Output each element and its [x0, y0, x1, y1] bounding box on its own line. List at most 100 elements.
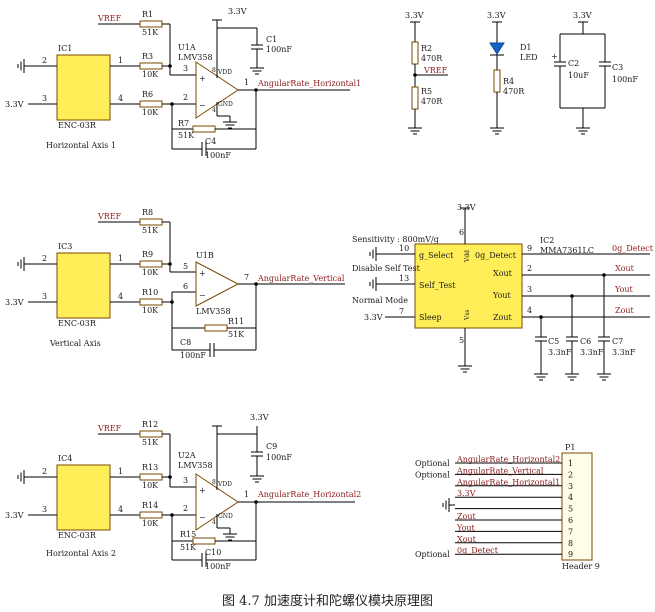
svg-text:VREF: VREF: [97, 424, 122, 433]
header-net-label: 0g_Detect: [457, 546, 499, 555]
svg-text:R7: R7: [178, 119, 189, 128]
header-optional-label: Optional: [415, 550, 450, 559]
svg-text:Sleep: Sleep: [419, 313, 442, 322]
svg-text:3: 3: [527, 285, 532, 294]
svg-text:5: 5: [459, 336, 464, 345]
svg-text:13: 13: [399, 274, 409, 283]
svg-text:1: 1: [244, 78, 249, 87]
svg-text:Self_Test: Self_Test: [419, 281, 456, 290]
svg-text:C2: C2: [568, 59, 579, 68]
svg-text:8: 8: [212, 67, 216, 74]
svg-text:10K: 10K: [142, 519, 159, 528]
figure-caption: 图 4.7 加速度计和陀螺仪模块原理图: [222, 594, 433, 609]
svg-text:51K: 51K: [142, 28, 159, 37]
svg-text:R11: R11: [228, 317, 244, 326]
svg-text:−: −: [199, 291, 206, 300]
svg-text:VREF: VREF: [423, 66, 448, 75]
svg-text:U2A: U2A: [178, 451, 196, 460]
accelerometer-block: IC2 MMA7361LC 3.3V 6 Vdd 5 Vss Sensitivi…: [352, 203, 654, 381]
svg-text:C3: C3: [612, 63, 623, 72]
svg-text:51K: 51K: [142, 226, 159, 235]
svg-text:C6: C6: [580, 337, 591, 346]
svg-text:3: 3: [42, 292, 47, 301]
header-net-label: AngularRate_Horizontal2: [456, 455, 560, 464]
svg-text:1: 1: [118, 56, 123, 65]
vref-divider: 3.3V R2 470R VREF R5 470R: [405, 11, 448, 135]
power-led: 3.3V D1 LED R4 470R: [487, 11, 538, 135]
svg-text:C5: C5: [548, 337, 559, 346]
svg-text:Header 9: Header 9: [562, 562, 600, 571]
ic1-part: ENC-03R: [58, 121, 97, 130]
header-pin-number: 5: [568, 505, 573, 514]
svg-text:Horizontal Axis 2: Horizontal Axis 2: [46, 549, 116, 558]
svg-text:LMV358: LMV358: [178, 461, 213, 470]
svg-text:C4: C4: [205, 137, 216, 146]
header-pin-number: 9: [568, 550, 573, 559]
header-net-label: AngularRate_Vertical: [456, 466, 544, 475]
svg-text:U1B: U1B: [196, 251, 214, 260]
svg-text:6: 6: [183, 282, 188, 291]
svg-text:2: 2: [183, 93, 188, 102]
header-net-label: Yout: [456, 523, 476, 532]
svg-text:VREF: VREF: [97, 14, 122, 23]
svg-text:AngularRate_Horizontal2: AngularRate_Horizontal2: [257, 490, 361, 499]
svg-text:5: 5: [183, 262, 188, 271]
svg-text:51K: 51K: [180, 543, 197, 552]
svg-text:10K: 10K: [142, 108, 159, 117]
svg-text:GND: GND: [218, 513, 233, 520]
axis-label-1: Horizontal Axis 1: [46, 141, 116, 150]
svg-text:470R: 470R: [503, 87, 525, 96]
svg-text:3.3V: 3.3V: [573, 11, 592, 20]
svg-text:AngularRate_Vertical: AngularRate_Vertical: [257, 274, 345, 283]
svg-text:3.3V: 3.3V: [5, 298, 24, 307]
svg-text:1: 1: [118, 467, 123, 476]
svg-text:MMA7361LC: MMA7361LC: [540, 246, 594, 255]
svg-text:1: 1: [244, 490, 249, 499]
svg-text:51K: 51K: [142, 438, 159, 447]
svg-text:3.3V: 3.3V: [487, 11, 506, 20]
svg-text:7: 7: [399, 307, 404, 316]
svg-text:100nF: 100nF: [266, 453, 292, 462]
svg-text:+: +: [199, 269, 206, 278]
header-optional-label: Optional: [415, 459, 450, 468]
svg-text:4: 4: [118, 292, 123, 301]
bulk-capacitors: 3.3V + C2 10uF C3 100nF: [551, 11, 638, 135]
svg-text:10K: 10K: [142, 481, 159, 490]
svg-text:3: 3: [42, 94, 47, 103]
svg-text:4: 4: [118, 94, 123, 103]
svg-text:470R: 470R: [421, 54, 443, 63]
svg-text:8: 8: [212, 479, 216, 486]
supply-label: 3.3V: [5, 100, 24, 109]
svg-text:C10: C10: [205, 548, 221, 557]
svg-text:3: 3: [42, 505, 47, 514]
svg-text:R2: R2: [421, 44, 432, 53]
header-pin-number: 1: [568, 459, 573, 468]
svg-text:Disable Self Test: Disable Self Test: [352, 264, 421, 273]
svg-text:AngularRate_Horizontal1: AngularRate_Horizontal1: [257, 79, 361, 88]
svg-text:R5: R5: [421, 87, 432, 96]
svg-text:IC4: IC4: [58, 454, 72, 463]
svg-text:U1A: U1A: [178, 43, 196, 52]
svg-text:Zout: Zout: [615, 306, 635, 315]
header-body: [561, 452, 593, 561]
svg-text:3.3V: 3.3V: [364, 313, 383, 322]
svg-text:3.3V: 3.3V: [457, 203, 476, 212]
svg-text:Zout: Zout: [493, 313, 513, 322]
header-pin-number: 7: [568, 527, 573, 536]
svg-text:IC3: IC3: [58, 242, 72, 251]
svg-text:R1: R1: [142, 10, 153, 19]
svg-text:ENC-03R: ENC-03R: [58, 531, 97, 540]
svg-text:2: 2: [42, 467, 47, 476]
header-pin-number: 8: [568, 539, 573, 548]
svg-text:g_Select: g_Select: [419, 251, 454, 260]
svg-text:1: 1: [118, 254, 123, 263]
svg-text:C9: C9: [266, 442, 277, 451]
svg-text:100nF: 100nF: [205, 562, 231, 571]
svg-text:4: 4: [118, 505, 123, 514]
gyro-sensor-ic4: [56, 464, 111, 531]
svg-text:3.3nF: 3.3nF: [580, 348, 604, 357]
svg-text:2: 2: [42, 56, 47, 65]
svg-text:LMV358: LMV358: [178, 53, 213, 62]
svg-text:Vdd: Vdd: [464, 250, 471, 263]
svg-text:LED: LED: [520, 53, 538, 62]
